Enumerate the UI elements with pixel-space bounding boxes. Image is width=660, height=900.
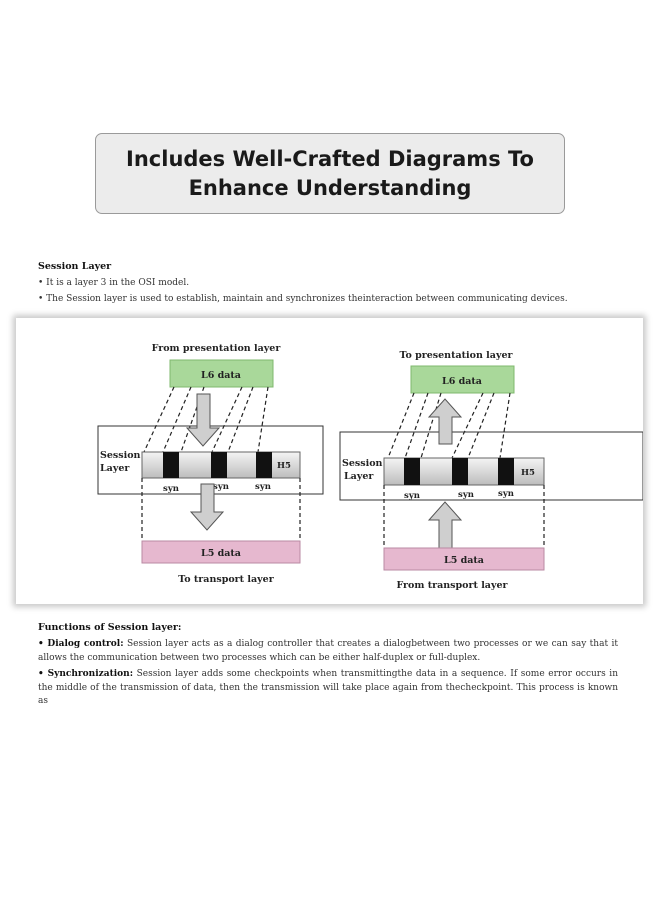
right-top-dashed-lines	[387, 392, 511, 459]
banner-title-line-2: Enhance Understanding	[188, 175, 472, 200]
left-down-arrow-top	[185, 393, 221, 447]
right-l6-label: L6 data	[442, 376, 482, 387]
left-l6-data-box	[169, 359, 274, 388]
right-bottom-label: From transport layer	[396, 580, 508, 591]
left-l5-data-box	[141, 540, 301, 564]
left-h5-label: H5	[277, 461, 291, 471]
right-syn-block-1	[404, 458, 420, 485]
session-layer-diagram: From presentation layer L6 data Session …	[16, 318, 643, 604]
promo-banner: Includes Well-Crafted Diagrams To Enhanc…	[95, 133, 565, 214]
dialog-control-text: Session layer acts as a dialog controlle…	[38, 639, 618, 663]
dialog-control-title: • Dialog control:	[38, 639, 124, 649]
left-syn-label-1: syn	[163, 484, 179, 494]
right-session-label-1: Session	[342, 458, 383, 469]
left-down-arrow-bottom	[189, 483, 225, 531]
left-syn-block-3	[256, 452, 272, 478]
left-syn-block-2	[211, 452, 227, 478]
dialog-control-paragraph: • Dialog control: Session layer acts as …	[38, 638, 618, 665]
synchronization-title: • Synchronization:	[38, 669, 134, 679]
left-diagram: From presentation layer L6 data Session …	[97, 343, 324, 585]
right-syn-label-1: syn	[404, 491, 420, 501]
right-h5-label: H5	[521, 468, 535, 478]
left-syn-block-1	[163, 452, 179, 478]
left-session-label-1: Session	[100, 450, 141, 461]
left-bottom-dashed-lines	[141, 478, 301, 541]
left-syn-label-2: syn	[213, 482, 229, 492]
right-session-label-2: Layer	[344, 471, 374, 482]
synchronization-text: Session layer adds some checkpoints when…	[38, 669, 618, 706]
left-top-dashed-lines	[143, 386, 269, 453]
right-l5-data-box	[383, 547, 545, 571]
right-bottom-dashed-lines	[383, 485, 545, 548]
banner-title: Includes Well-Crafted Diagrams To Enhanc…	[110, 145, 550, 203]
left-syn-label-3: syn	[255, 482, 271, 492]
right-top-label: To presentation layer	[399, 350, 513, 361]
left-top-label: From presentation layer	[152, 343, 282, 354]
right-syn-block-3	[498, 458, 514, 485]
functions-heading: Functions of Session layer:	[38, 622, 182, 633]
right-session-frame	[339, 431, 643, 501]
left-l5-label: L5 data	[201, 548, 241, 559]
right-l6-data-box	[410, 365, 515, 394]
synchronization-paragraph: • Synchronization: Session layer adds so…	[38, 668, 618, 709]
right-syn-label-2: syn	[458, 490, 474, 500]
left-bottom-label: To transport layer	[178, 574, 274, 585]
banner-title-line-1: Includes Well-Crafted Diagrams To	[126, 146, 534, 171]
session-bullet-2: • The Session layer is used to establish…	[38, 294, 568, 304]
right-diagram: To presentation layer L6 data Session La…	[339, 350, 643, 591]
right-l5-label: L5 data	[444, 555, 484, 566]
left-session-label-2: Layer	[100, 463, 130, 474]
right-syn-block-2	[452, 458, 468, 485]
left-l6-label: L6 data	[201, 370, 241, 381]
right-up-arrow-bottom	[427, 501, 463, 549]
diagram-svg: From presentation layer L6 data Session …	[97, 343, 643, 591]
right-syn-label-3: syn	[498, 489, 514, 499]
session-layer-heading: Session Layer	[38, 261, 112, 272]
right-up-arrow-top	[427, 398, 463, 445]
session-bullet-1: • It is a layer 3 in the OSI model.	[38, 278, 190, 288]
